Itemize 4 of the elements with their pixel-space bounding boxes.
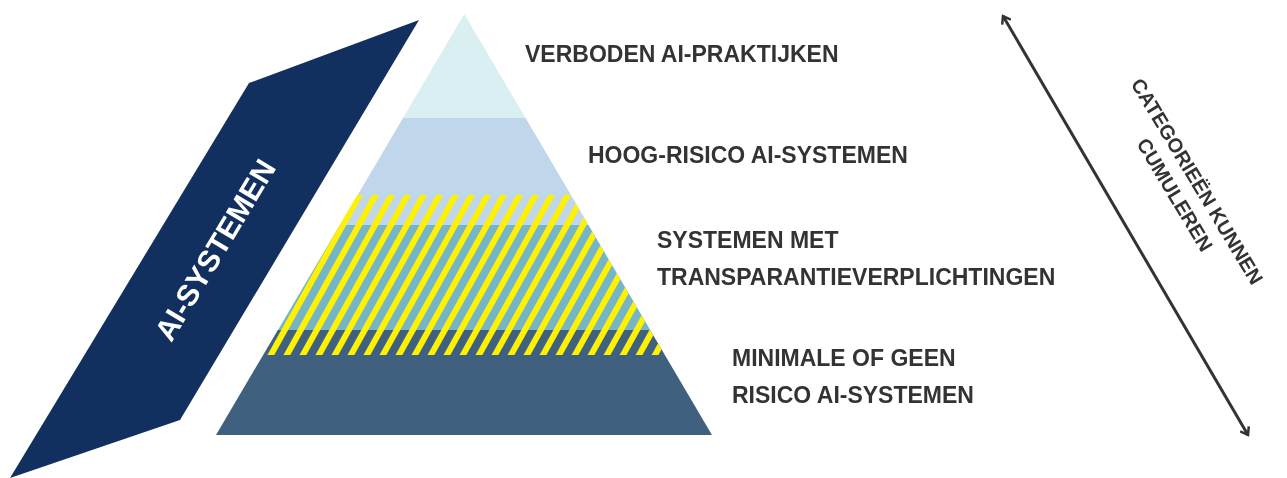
tier-label: SYSTEMEN MET TRANSPARANTIEVERPLICHTINGEN [657,226,1057,292]
tier-label: MINIMALE OF GEEN RISICO AI-SYSTEMEN [732,344,975,410]
tier-label: HOOG-RISICO AI-SYSTEMEN [588,141,909,170]
tier-label: VERBODEN AI-PRAKTIJKEN [525,40,840,69]
